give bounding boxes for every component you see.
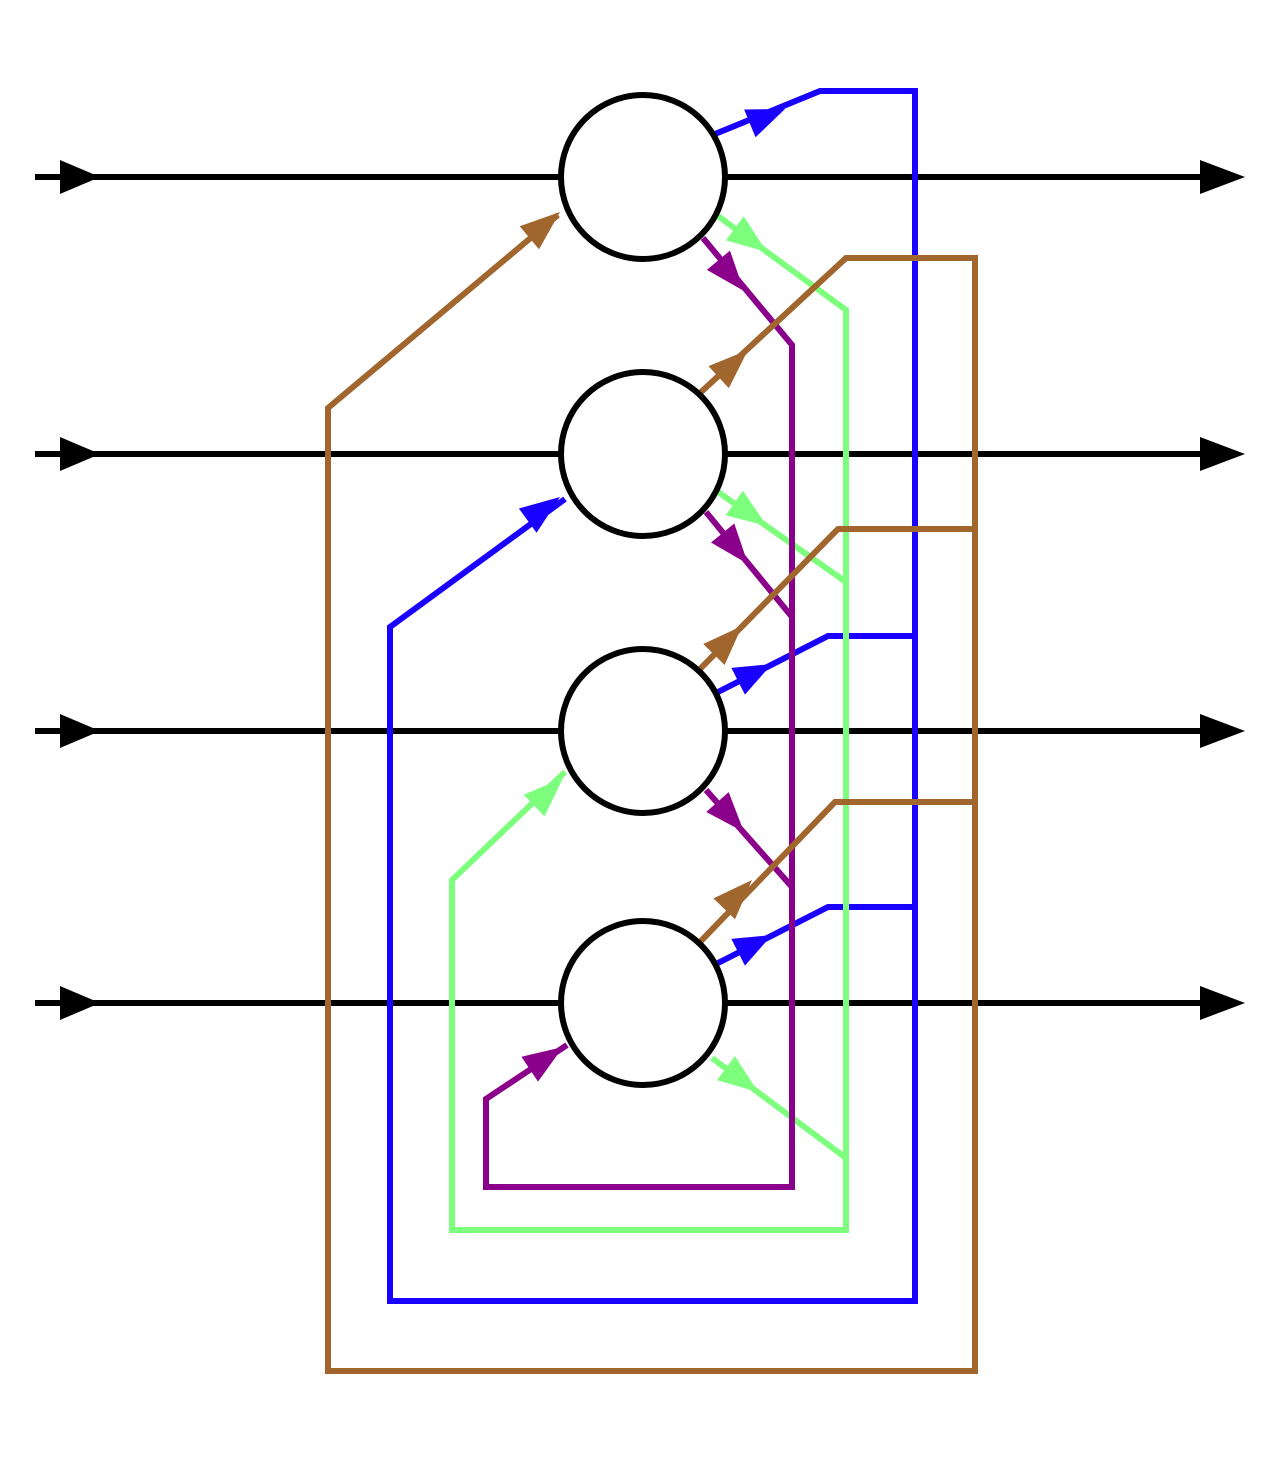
brown-wire-branch-3 — [697, 526, 975, 672]
blue-arrow-4-triangle-arrow-icon — [731, 935, 772, 966]
neuron-3 — [558, 646, 728, 816]
purple-arrow-1-triangle-arrow-icon — [706, 250, 744, 291]
purple-arrow-4-triangle-arrow-icon — [521, 1047, 563, 1082]
blue-arrow-2-triangle-arrow-icon — [518, 497, 560, 533]
brown-wire-main — [325, 212, 978, 1374]
input-arrow-4-triangle-arrow-icon — [60, 986, 100, 1020]
purple-arrow-2-triangle-arrow-icon — [711, 523, 748, 564]
green-arrow-3-triangle-arrow-icon — [523, 778, 563, 817]
green-arrow-4-triangle-arrow-icon — [716, 1056, 758, 1092]
brown-arrow-1-triangle-arrow-icon — [519, 212, 560, 250]
neurons — [558, 92, 728, 1088]
output-arrow-3-triangle-arrow-icon — [1200, 714, 1245, 748]
neuron-4 — [558, 918, 728, 1088]
purple-arrow-3-triangle-arrow-icon — [706, 792, 744, 832]
output-arrow-4-triangle-arrow-icon — [1200, 986, 1245, 1020]
blue-arrow-3-triangle-arrow-icon — [731, 664, 772, 695]
brown-arrow-3-triangle-arrow-icon — [703, 626, 742, 666]
feedback-wire-brown — [325, 212, 978, 1374]
input-arrow-1-triangle-arrow-icon — [60, 160, 100, 194]
purple-wire-branch-2 — [703, 510, 795, 619]
input-arrow-3-triangle-arrow-icon — [60, 714, 100, 748]
blue-arrow-1-triangle-arrow-icon — [744, 109, 785, 138]
green-arrow-2-triangle-arrow-icon — [725, 490, 767, 526]
green-wire-main — [449, 213, 849, 1233]
blue-wire-main — [387, 88, 918, 1304]
green-arrow-1-triangle-arrow-icon — [725, 216, 767, 252]
output-arrow-1-triangle-arrow-icon — [1200, 160, 1245, 194]
arrowheads — [60, 109, 1245, 1092]
io-lines — [35, 174, 1210, 1006]
input-arrow-2-triangle-arrow-icon — [60, 437, 100, 471]
neuron-2 — [558, 369, 728, 539]
brown-arrow-4-triangle-arrow-icon — [713, 880, 752, 920]
neuron-1 — [558, 92, 728, 262]
output-arrow-2-triangle-arrow-icon — [1200, 437, 1245, 471]
brown-arrow-2-triangle-arrow-icon — [708, 350, 748, 389]
purple-wire-main — [483, 236, 795, 1190]
